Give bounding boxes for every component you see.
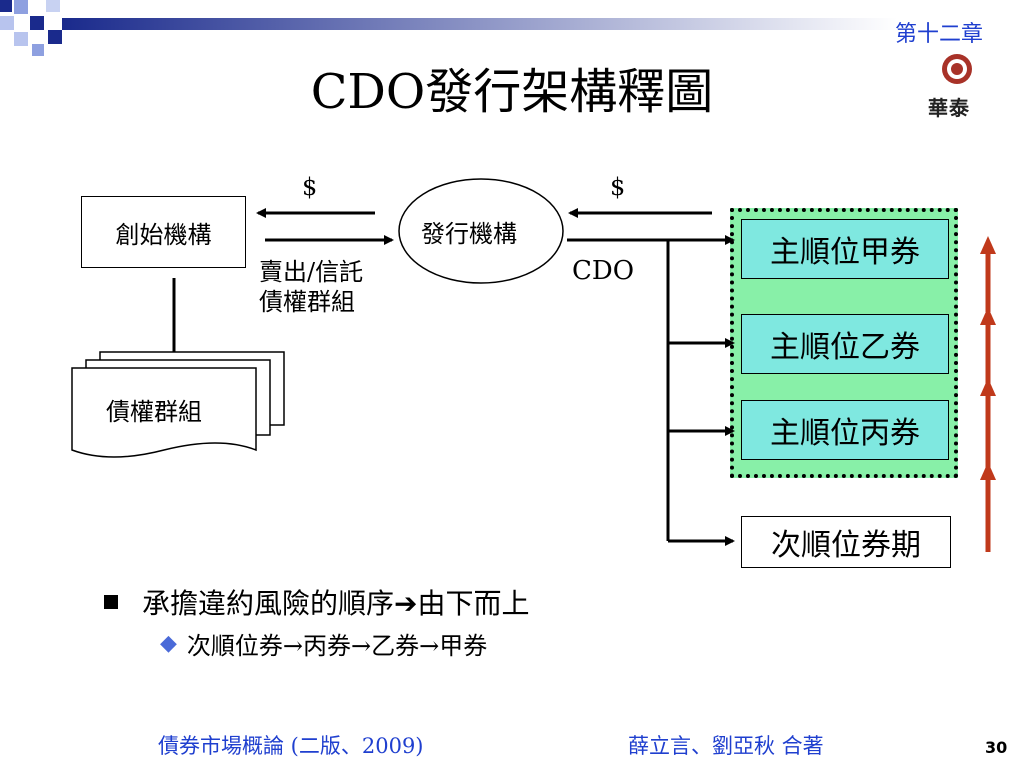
pool-label: 債權群組: [106, 398, 202, 426]
cdo-label: CDO: [572, 256, 635, 286]
slide-title: CDO發行架構釋圖: [310, 64, 714, 120]
logo-icon: [942, 54, 972, 84]
dollar-left-label: $: [302, 173, 318, 201]
senior-tranche-a: 主順位甲券: [741, 219, 949, 279]
dollar-right-label: $: [610, 173, 626, 201]
bullet-main-text: 承擔違約風險的順序➔由下而上: [142, 587, 530, 620]
senior-tranche-c: 主順位丙券: [741, 400, 949, 460]
bullet-list: 承擔違約風險的順序➔由下而上 ◆ 次順位券→丙券→乙券→甲券: [100, 582, 529, 661]
originator-box: 創始機構: [81, 196, 246, 268]
logo-text: 華泰: [928, 96, 970, 120]
bullet-sub-text: 次順位券→丙券→乙券→甲券: [186, 632, 488, 660]
issuer-label: 發行機構: [421, 220, 517, 248]
subordinate-tranche: 次順位券期: [741, 516, 951, 568]
bullet-sub: ◆ 次順位券→丙券→乙券→甲券: [160, 626, 529, 661]
sale-label-line1: 賣出/信託: [259, 258, 364, 286]
sale-label-line2: 債權群組: [259, 288, 355, 316]
footer-authors: 薛立言、劉亞秋 合著: [628, 734, 824, 758]
senior-tranche-b: 主順位乙券: [741, 314, 949, 374]
header-gradient-bar: [62, 18, 897, 30]
bullet-main: 承擔違約風險的順序➔由下而上: [100, 582, 529, 622]
diamond-bullet-icon: ◆: [160, 631, 177, 656]
footer-book: 債券市場概論 (二版、2009): [158, 734, 424, 758]
page-number: 30: [985, 738, 1008, 757]
square-bullet-icon: [104, 595, 118, 609]
chapter-label: 第十二章: [895, 22, 984, 47]
